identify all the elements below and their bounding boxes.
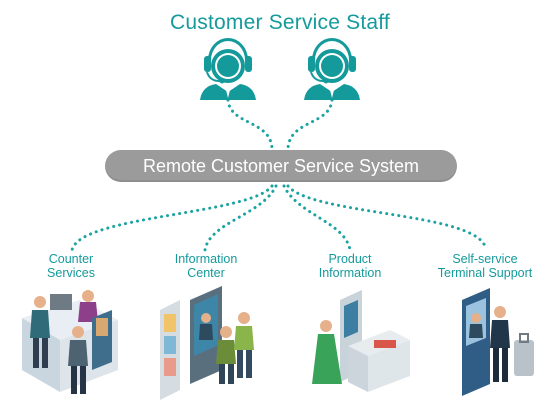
connector-system-information: [203, 184, 278, 252]
connector-system-counter: [70, 184, 274, 252]
headset-agent-icon: [200, 38, 256, 100]
self-service-terminal-illustration: [462, 288, 534, 396]
service-label-information: Information Center: [174, 252, 238, 280]
system-label: Remote Customer Service System: [142, 156, 420, 176]
connector-staff1-system: [226, 98, 274, 150]
diagram-title: Customer Service Staff: [170, 11, 390, 34]
product-information-illustration: [312, 290, 410, 392]
headset-agent-icon: [304, 38, 360, 100]
connector-system-selfservice: [286, 184, 487, 248]
service-label-counter: Counter Services: [47, 252, 95, 280]
service-label-selfservice: Self-service Terminal Support: [437, 252, 533, 280]
connector-staff2-system: [286, 98, 334, 150]
information-center-illustration: [160, 286, 254, 400]
remote-service-system-node: Remote Customer Service System: [105, 150, 457, 182]
counter-services-illustration: [22, 290, 118, 394]
connector-system-product: [282, 184, 352, 252]
service-label-product: Product Information: [318, 252, 382, 280]
